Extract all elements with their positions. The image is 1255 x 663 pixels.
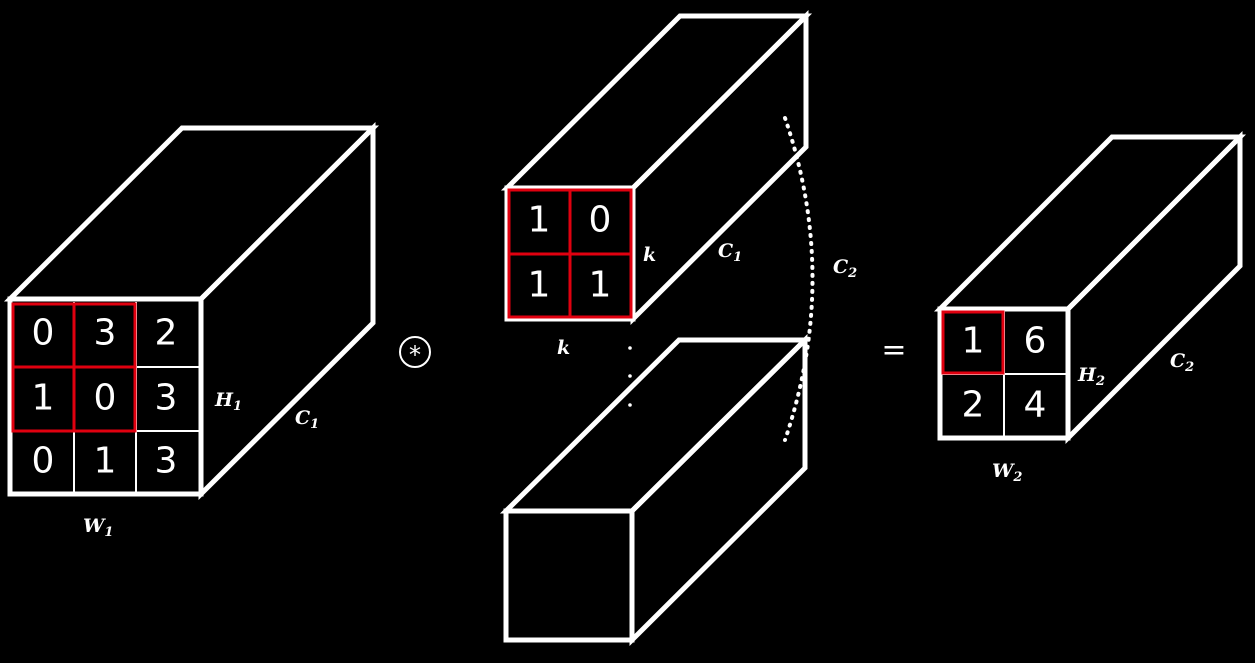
input-cell: 1 <box>94 441 117 482</box>
kernel-filter-first: 1 0 1 1 k k C1 <box>500 9 813 359</box>
input-height-label: H1 <box>214 389 242 414</box>
input-tensor: 0 3 2 1 0 3 0 1 3 W1 H1 C1 <box>3 121 380 540</box>
output-tensor-front-face <box>937 306 1071 441</box>
kernel-cell: 1 <box>528 265 551 306</box>
input-tensor-side-face <box>198 121 376 501</box>
kernel-ellipsis <box>628 346 632 407</box>
input-cell: 0 <box>32 313 55 354</box>
input-cell: 3 <box>155 378 178 419</box>
output-channels-label: C2 <box>1170 350 1194 375</box>
input-cell: 0 <box>32 441 55 482</box>
kernel-side-face <box>630 9 809 326</box>
kernel-count-label: C2 <box>833 256 857 281</box>
kernel-filter-last <box>499 334 812 647</box>
output-width-label: W2 <box>992 460 1022 485</box>
input-cell: 0 <box>94 378 117 419</box>
output-cell: 4 <box>1024 385 1047 426</box>
kernel-side-face <box>629 334 808 647</box>
kernel-cell: 1 <box>528 200 551 241</box>
kernel-cell: 1 <box>589 265 612 306</box>
equals-sign: = <box>881 333 906 368</box>
output-tensor-top-face <box>933 134 1247 312</box>
kernel-front-face <box>503 508 635 643</box>
input-tensor-front-face <box>7 296 204 497</box>
input-width-label: W1 <box>83 515 113 540</box>
convolution-operator: * <box>399 336 431 369</box>
output-cell: 1 <box>962 321 985 362</box>
kernel-cell: 0 <box>589 200 612 241</box>
input-tensor-top-face <box>3 125 380 302</box>
input-cell: 2 <box>155 313 178 354</box>
output-tensor: 1 6 2 4 W2 H2 C2 <box>933 130 1247 485</box>
input-cell: 1 <box>32 378 55 419</box>
output-cell: 6 <box>1024 321 1047 362</box>
output-cell: 2 <box>962 385 985 426</box>
kernel-front-face <box>504 185 636 322</box>
input-cell: 3 <box>94 313 117 354</box>
input-channels-label: C1 <box>295 407 319 432</box>
output-cell-highlight <box>941 310 1005 375</box>
kernel-size-label-bottom: k <box>557 337 570 359</box>
kernel-size-label-side: k <box>643 244 656 266</box>
kernel-channels-label: C1 <box>718 240 742 265</box>
output-tensor-side-face <box>1065 130 1243 445</box>
output-height-label: H2 <box>1077 364 1105 389</box>
convolution-operator-symbol: * <box>409 341 421 369</box>
input-cell: 3 <box>155 441 178 482</box>
